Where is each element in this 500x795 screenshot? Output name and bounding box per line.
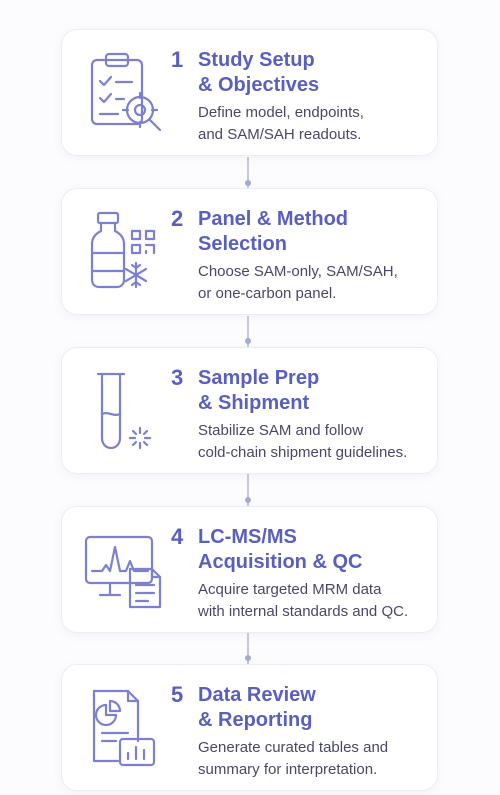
vial-qr-snowflake-icon <box>80 207 172 295</box>
connector-dot <box>245 655 251 661</box>
step-description-line: or one-carbon panel. <box>198 285 337 302</box>
step-card-4: 4 LC-MS/MS Acquisition & QC Acquire targ… <box>61 506 438 633</box>
step-description: Generate curated tables and summary for … <box>198 737 436 781</box>
step-number: 4 <box>171 524 184 549</box>
step-title-line: Study Setup <box>198 49 315 71</box>
step-card-3: 3 Sample Prep & Shipment Stabilize SAM a… <box>61 347 438 474</box>
clipboard-target-icon <box>80 48 172 136</box>
step-description-line: with internal standards and QC. <box>198 603 409 620</box>
connector-dot <box>245 338 251 344</box>
step-description-line: Stabilize SAM and follow <box>198 422 364 439</box>
step-title-line: Sample Prep <box>198 367 320 389</box>
step-description-line: Define model, endpoints, <box>198 104 364 121</box>
step-description: Acquire targeted MRM data with internal … <box>198 579 436 623</box>
step-description-line: cold-chain shipment guidelines. <box>198 444 408 461</box>
step-description-line: Choose SAM-only, SAM/SAH, <box>198 263 398 280</box>
connector-line <box>247 633 249 664</box>
step-title: Data Review & Reporting <box>198 683 428 733</box>
step-description-line: summary for interpretation. <box>198 761 378 778</box>
step-number: 2 <box>171 206 184 231</box>
step-number: 3 <box>171 365 184 390</box>
step-description-line: Generate curated tables and <box>198 739 389 756</box>
report-chart-icon <box>80 683 172 771</box>
connector-dot <box>245 497 251 503</box>
step-number: 1 <box>171 47 184 72</box>
step-title-line: & Shipment <box>198 392 310 414</box>
step-title-line: Data Review <box>198 684 316 706</box>
step-description: Define model, endpoints, and SAM/SAH rea… <box>198 102 436 146</box>
step-title: Panel & Method Selection <box>198 207 428 257</box>
connector-line <box>247 474 249 506</box>
step-description-line: Acquire targeted MRM data <box>198 581 382 598</box>
step-title-line: Selection <box>198 233 287 255</box>
step-card-2: 2 Panel & Method Selection Choose SAM-on… <box>61 188 438 315</box>
step-card-5: 5 Data Review & Reporting Generate curat… <box>61 664 438 791</box>
step-title: LC-MS/MS Acquisition & QC <box>198 525 428 575</box>
step-number: 5 <box>171 682 184 707</box>
step-description: Choose SAM-only, SAM/SAH, or one-carbon … <box>198 261 436 305</box>
step-title-line: LC-MS/MS <box>198 526 297 548</box>
test-tube-icon <box>80 366 172 454</box>
step-title: Sample Prep & Shipment <box>198 366 428 416</box>
step-title: Study Setup & Objectives <box>198 48 428 98</box>
connector-dot <box>245 180 251 186</box>
step-description-line: and SAM/SAH readouts. <box>198 126 362 143</box>
step-description: Stabilize SAM and follow cold-chain ship… <box>198 420 436 464</box>
step-card-1: 1 Study Setup & Objectives Define model,… <box>61 29 438 156</box>
step-title-line: & Objectives <box>198 74 320 96</box>
step-title-line: Panel & Method <box>198 208 349 230</box>
connector-line <box>247 157 249 188</box>
step-title-line: Acquisition & QC <box>198 551 363 573</box>
step-title-line: & Reporting <box>198 709 313 731</box>
connector-line <box>247 316 249 347</box>
monitor-chromatogram-icon <box>80 525 172 613</box>
